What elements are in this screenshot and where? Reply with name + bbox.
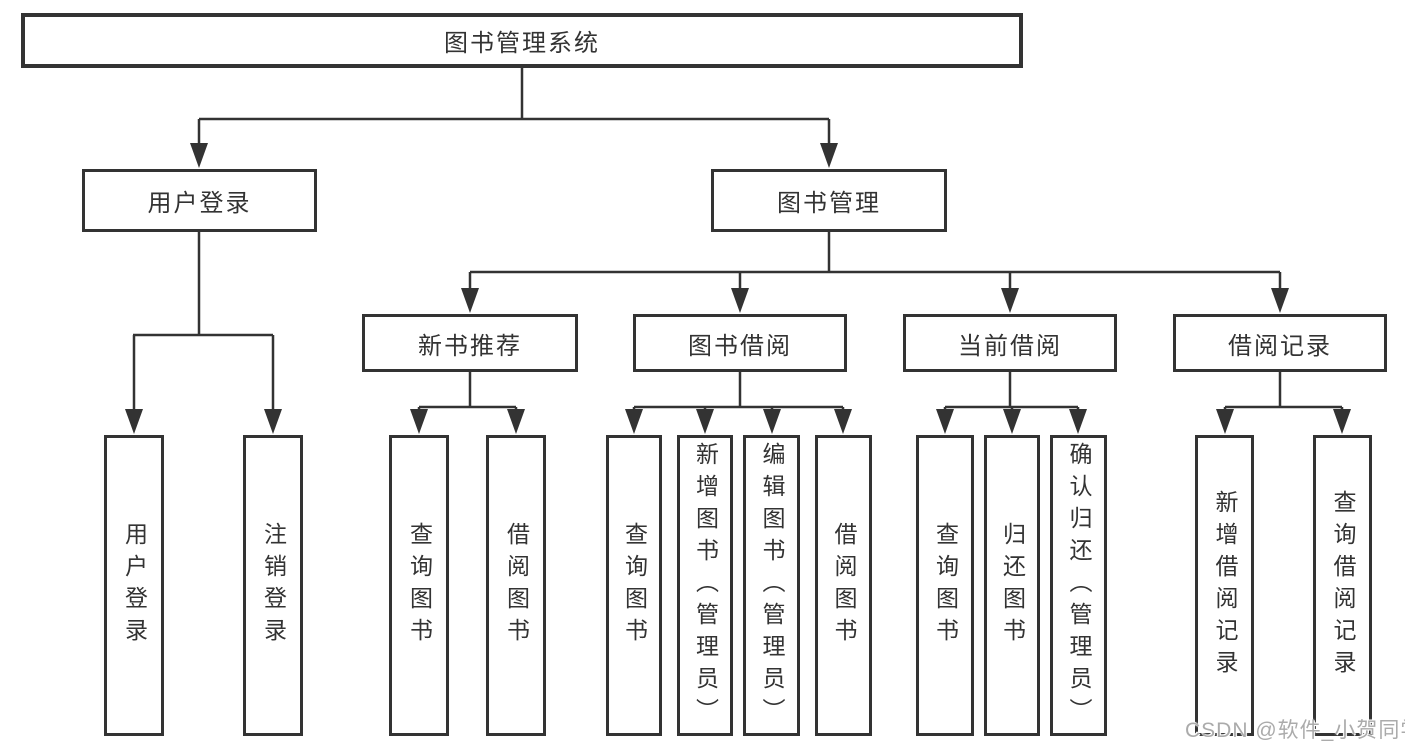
node-library-management-system: 图书管理系统 [21,13,1023,68]
node-new-book-recommendation: 新书推荐 [362,314,578,372]
node-book-management: 图书管理 [711,169,947,232]
leaf-edit-book-admin: 编辑图书（管理员） [743,435,800,736]
leaf-return-books: 归还图书 [984,435,1040,736]
leaf-borrow-books: 借阅图书 [815,435,872,736]
leaf-add-borrow-record: 新增借阅记录 [1195,435,1254,736]
csdn-watermark: CSDN @软件_小贺同学 [1185,719,1405,742]
leaf-borrow-books-recommend: 借阅图书 [486,435,546,736]
connector-arrowheads [125,143,1351,434]
node-book-borrowing: 图书借阅 [633,314,847,372]
leaf-query-books-current: 查询图书 [916,435,974,736]
leaf-query-books-borrow: 查询图书 [606,435,662,736]
leaf-query-books-recommend: 查询图书 [389,435,449,736]
leaf-confirm-return-admin: 确认归还（管理员） [1050,435,1107,736]
leaf-user-login: 用户登录 [104,435,164,736]
node-user-login: 用户登录 [82,169,317,232]
leaf-query-borrow-record: 查询借阅记录 [1313,435,1372,736]
node-borrowing-records: 借阅记录 [1173,314,1387,372]
leaf-logout: 注销登录 [243,435,303,736]
node-current-borrowing: 当前借阅 [903,314,1117,372]
leaf-add-book-admin: 新增图书（管理员） [677,435,733,736]
